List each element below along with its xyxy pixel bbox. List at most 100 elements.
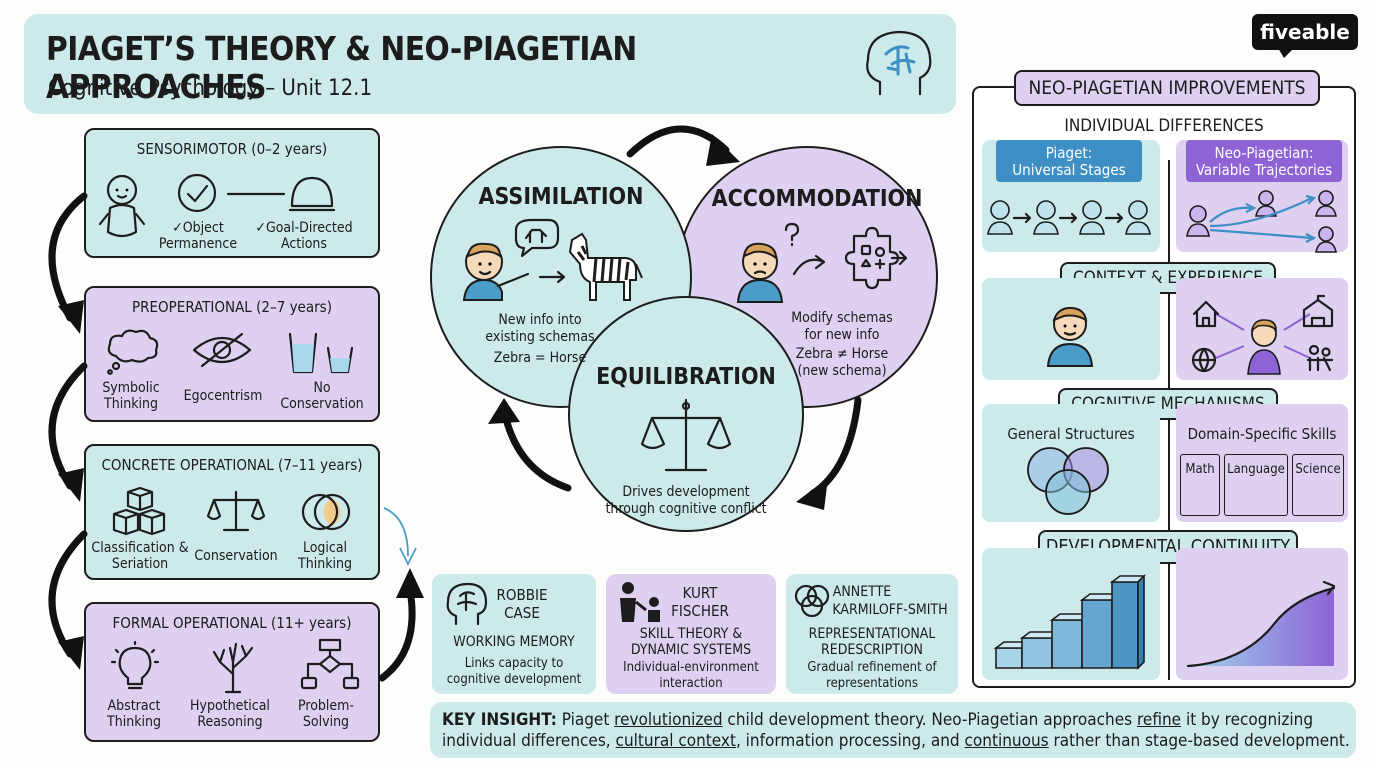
check-circle-icon: [177, 173, 217, 213]
insight-emphasis: continuous: [964, 731, 1049, 751]
stage-item: Logical Thinking: [298, 540, 352, 572]
down-arrow-icon: [383, 507, 417, 567]
theorist-name: FISCHER: [671, 602, 729, 620]
accommodation-example: Zebra ≠ Horse: [795, 346, 889, 362]
general-structures-label: General Structures: [1007, 425, 1135, 443]
accommodation-desc: for new info: [804, 327, 880, 343]
card-label: Piaget:: [1045, 144, 1093, 162]
piaget-stages-label: [996, 140, 1142, 182]
individual-differences-heading: INDIVIDUAL DIFFERENCES: [1064, 116, 1264, 136]
stage-item: ✓Object Permanence: [158, 220, 238, 252]
theorist-desc: Links capacity to: [464, 656, 564, 671]
environment-network-icon: [1191, 294, 1334, 375]
theorist-concept: WORKING MEMORY: [453, 634, 575, 650]
brain-head-icon: [866, 30, 932, 96]
staircase-chart-icon: [993, 574, 1146, 670]
connector-line: [226, 192, 286, 196]
card-label: Variable Trajectories: [1195, 161, 1333, 179]
insight-emphasis: refine: [1137, 710, 1182, 730]
stacked-cubes-icon: [112, 486, 166, 536]
key-insight-label: KEY INSIGHT:: [442, 710, 557, 730]
theorist-name: KURT: [682, 584, 718, 602]
schema-puzzle-icon: [844, 226, 908, 290]
domain-skills-label: Domain-Specific Skills: [1187, 425, 1337, 443]
confused-child-icon: [736, 222, 800, 303]
key-insight-box: [430, 702, 1356, 758]
insight-text: it by recognizing: [1185, 710, 1314, 730]
balance-scale-icon: [640, 398, 732, 472]
logo-tail: [1278, 48, 1294, 58]
theorist-concept: DYNAMIC SYSTEMS: [630, 642, 752, 658]
tree-icon: [212, 642, 254, 694]
assimilation-title: ASSIMILATION: [478, 184, 644, 210]
page-title: PIAGET’S THEORY & NEO-PIAGETIAN APPROACH…: [46, 29, 637, 106]
stage-title: SENSORIMOTOR (0–2 years): [136, 140, 328, 158]
insight-text: , information processing, and: [735, 731, 960, 751]
assimilation-example: Zebra = Horse: [493, 350, 587, 366]
cycle-arrows: [488, 125, 862, 510]
theorist-name: CASE: [504, 604, 540, 622]
theorist-name: ROBBIE: [496, 586, 548, 604]
theorist-card-karmiloff-smith: [786, 574, 958, 694]
venn-icon: [301, 493, 351, 531]
stage-title: PREOPERATIONAL (2–7 years): [132, 298, 332, 316]
zebra-icon: [568, 232, 643, 301]
equilibration-title: EQUILIBRATION: [596, 364, 776, 390]
lightbulb-icon: [110, 640, 160, 690]
insight-text: child development theory. Neo-Piagetian …: [727, 710, 1133, 730]
balance-scale-icon: [206, 490, 266, 532]
insight-emphasis: cultural context: [615, 731, 736, 751]
divider-line: [1168, 160, 1170, 680]
curved-arrow-icon: [48, 362, 88, 502]
baby-icon: [98, 174, 146, 238]
skill-box-science: [1292, 454, 1344, 516]
curved-arrow-icon: [378, 568, 424, 682]
stage-progression-arrows: [48, 192, 424, 682]
theorist-card-case: [432, 574, 596, 694]
skill-box-language: [1224, 454, 1288, 516]
skill-label: Science: [1295, 462, 1341, 477]
theorist-card-fischer: [606, 574, 776, 694]
continuous-curve-icon: [1186, 580, 1336, 668]
venn-diagram-icon: [1027, 447, 1109, 515]
stage-item: ✓Goal-Directed Actions: [255, 220, 353, 252]
stage-title: CONCRETE OPERATIONAL (7–11 years): [101, 456, 363, 474]
theorist-desc: Gradual refinement of: [807, 660, 937, 675]
water-glasses-icon: [288, 332, 354, 374]
fiveable-logo: fiveable: [1252, 14, 1358, 50]
skill-label: Math: [1185, 462, 1215, 477]
skill-box-math: [1180, 454, 1220, 516]
stage-item: Symbolic Thinking: [102, 380, 160, 412]
skill-label: Language: [1227, 462, 1285, 477]
theorist-concept: REDESCRIPTION: [821, 642, 923, 658]
curved-arrow-icon: [48, 192, 88, 334]
assimilation-desc: New info into: [498, 312, 582, 328]
stage-item: No Conservation: [280, 380, 364, 412]
stage-item: Conservation: [194, 548, 278, 564]
adult-child-icon: [620, 582, 660, 622]
accommodation-example: (new schema): [797, 363, 887, 379]
theorist-desc: Individual-environment: [623, 660, 759, 675]
insight-text: individual differences,: [442, 731, 611, 751]
accommodation-title: ACCOMMODATION: [711, 186, 923, 212]
eye-slash-icon: [192, 332, 252, 368]
stage-item: Classification & Seriation: [91, 540, 189, 572]
overlapping-circles-icon: [794, 584, 830, 618]
stage-item: Egocentrism: [183, 388, 263, 404]
equilibration-desc: Drives development: [622, 484, 750, 500]
child-icon: [1046, 306, 1094, 367]
theorist-desc: interaction: [659, 676, 723, 691]
theorist-desc: cognitive development: [446, 672, 582, 687]
neo-trajectories-label: [1186, 140, 1342, 182]
theorist-concept: SKILL THEORY &: [639, 626, 743, 642]
insight-emphasis: revolutionized: [614, 710, 723, 730]
card-label: Universal Stages: [1012, 161, 1126, 179]
flowchart-icon: [300, 638, 360, 690]
branching-trajectories-icon: [1186, 190, 1337, 253]
theorist-name: KARMILOFF-SMITH: [832, 602, 948, 618]
header-banner: [24, 14, 956, 114]
theorist-desc: representations: [826, 676, 918, 691]
curved-arrow-icon: [48, 530, 88, 670]
child-pointing-icon: [462, 218, 560, 301]
thought-cloud-icon: [107, 329, 159, 375]
